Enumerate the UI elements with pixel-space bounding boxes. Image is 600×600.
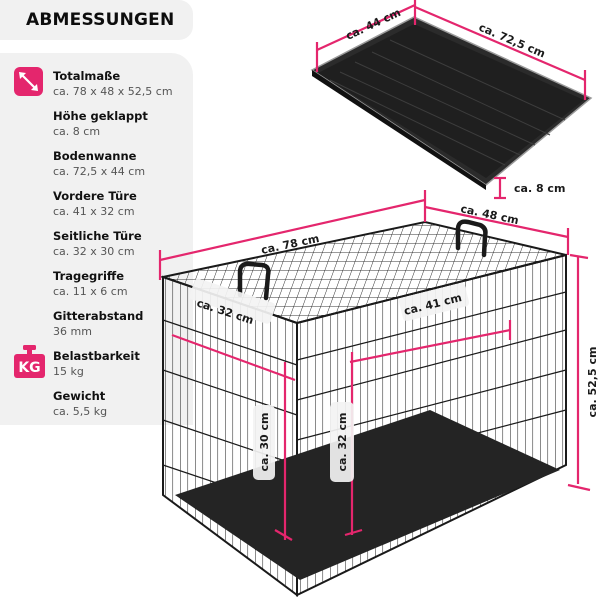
- crate-height-label: ca. 52,5 cm: [586, 347, 599, 418]
- folded-height-label: ca. 8 cm: [514, 182, 565, 195]
- spec-value: ca. 11 x 6 cm: [53, 284, 128, 298]
- assembled-crate: [159, 219, 567, 597]
- crate-dimension-lines: [158, 190, 591, 541]
- spec-value: ca. 8 cm: [53, 124, 101, 138]
- spec-folded-height: Höhe geklappt ca. 8 cm: [53, 109, 148, 138]
- spec-label: Vordere Türe: [53, 189, 137, 203]
- side-door-height-label: ca. 30 cm: [258, 412, 271, 471]
- spec-value: ca. 41 x 32 cm: [53, 204, 135, 218]
- front-door-height-label: ca. 32 cm: [336, 412, 349, 471]
- diagonal-arrows-icon: [14, 67, 43, 96]
- svg-text:KG: KG: [18, 360, 40, 376]
- spec-value: 36 mm: [53, 324, 92, 338]
- spec-value: ca. 78 x 48 x 52,5 cm: [53, 84, 173, 98]
- spec-weight: Gewicht ca. 5,5 kg: [53, 389, 108, 418]
- spec-side-door: Seitliche Türe ca. 32 x 30 cm: [53, 229, 142, 258]
- spec-label: Belastbarkeit: [53, 349, 140, 363]
- folded-crate: [310, 16, 593, 190]
- spec-label: Gitterabstand: [53, 309, 144, 323]
- spec-label: Gewicht: [53, 389, 106, 403]
- section-title-pill: ABMESSUNGEN: [0, 0, 193, 40]
- spec-label: Höhe geklappt: [53, 109, 148, 123]
- section-title: ABMESSUNGEN: [26, 10, 175, 30]
- spec-load-capacity: Belastbarkeit 15 kg: [53, 349, 140, 378]
- spec-value: ca. 72,5 x 44 cm: [53, 164, 146, 178]
- spec-value: 15 kg: [53, 364, 84, 378]
- spec-label: Tragegriffe: [53, 269, 125, 283]
- weight-kg-icon: KG: [14, 345, 45, 378]
- spec-label: Bodenwanne: [53, 149, 137, 163]
- spec-label: Seitliche Türe: [53, 229, 142, 243]
- spec-grid-spacing: Gitterabstand 36 mm: [53, 309, 144, 338]
- spec-total-dimensions: Totalmaße ca. 78 x 48 x 52,5 cm: [53, 69, 173, 98]
- folded-dimension-lines: [315, 0, 587, 200]
- spec-label: Totalmaße: [53, 69, 121, 83]
- spec-floor-tray: Bodenwanne ca. 72,5 x 44 cm: [53, 149, 146, 178]
- spec-handles: Tragegriffe ca. 11 x 6 cm: [53, 269, 128, 298]
- spec-value: ca. 5,5 kg: [53, 404, 108, 418]
- spec-value: ca. 32 x 30 cm: [53, 244, 135, 258]
- spec-front-door: Vordere Türe ca. 41 x 32 cm: [53, 189, 137, 218]
